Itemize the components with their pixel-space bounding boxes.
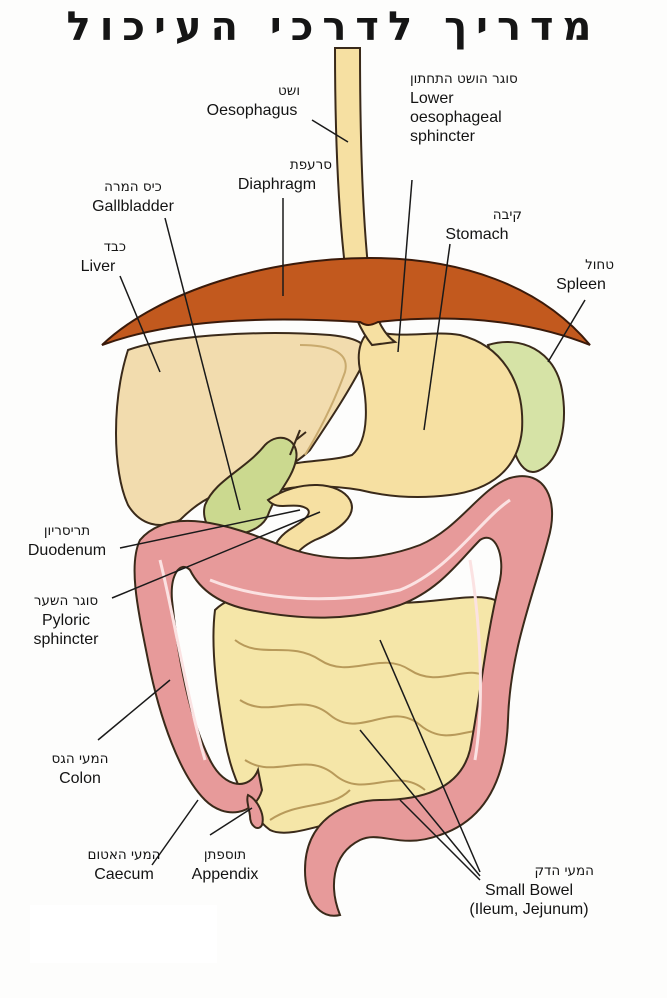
oesophagus-label-he: ושט bbox=[278, 83, 300, 99]
gallbladder-label: כיס המרה Gallbladder bbox=[78, 178, 188, 216]
diaphragm-label-he: סרעפת bbox=[289, 157, 332, 173]
appendix-label-en: Appendix bbox=[191, 866, 259, 883]
small-bowel-label-en-1: Small Bowel bbox=[484, 882, 574, 899]
stomach-label-en: Stomach bbox=[445, 226, 509, 243]
lower-sphincter-label-en-2: oesophageal bbox=[410, 109, 502, 126]
leader-oesophagus bbox=[311, 119, 349, 143]
appendix-label: תוספתן Appendix bbox=[176, 846, 274, 884]
small-bowel-folds bbox=[234, 639, 493, 821]
leader-gallbladder bbox=[164, 217, 241, 511]
liver-label-en: Liver bbox=[80, 258, 116, 275]
spleen-label-en: Spleen bbox=[556, 276, 606, 293]
leader-lines bbox=[97, 119, 586, 881]
stomach-label: קיבה Stomach bbox=[432, 206, 522, 244]
leader-colon bbox=[97, 679, 171, 741]
duodenum-label-en: Duodenum bbox=[27, 542, 107, 559]
liver-label: כבד Liver bbox=[70, 238, 126, 276]
leader-spleen bbox=[547, 299, 586, 363]
colon-label: המעי הגס Colon bbox=[40, 750, 120, 788]
colon-label-he: המעי הגס bbox=[51, 751, 109, 767]
oesophagus-label-en: Oesophagus bbox=[206, 102, 298, 119]
colon-label-en: Colon bbox=[59, 770, 101, 787]
leader-stomach bbox=[423, 243, 451, 431]
small-bowel-label-he: המעי הדק bbox=[534, 863, 594, 879]
gallbladder-label-en: Gallbladder bbox=[92, 198, 174, 215]
stomach-label-he: קיבה bbox=[492, 207, 522, 223]
leader-small-bowel-1 bbox=[379, 639, 481, 873]
caecum-label-en: Caecum bbox=[94, 866, 154, 883]
appendix-label-he: תוספתן bbox=[203, 847, 247, 863]
leader-caecum bbox=[151, 799, 199, 866]
duodenum-label: תריסריון Duodenum bbox=[16, 522, 118, 560]
leader-small-bowel-3 bbox=[399, 799, 481, 881]
lower-sphincter-label: סוגר הושט התחתון Lower oesophageal sphin… bbox=[410, 70, 590, 146]
lower-sphincter-label-he: סוגר הושט התחתון bbox=[410, 71, 518, 87]
small-bowel-label-en-2: (Ileum, Jejunum) bbox=[469, 901, 589, 918]
spleen-label-he: טחול bbox=[585, 257, 614, 273]
blank-panel bbox=[30, 905, 217, 963]
diaphragm-label: סרעפת Diaphragm bbox=[222, 156, 332, 194]
spleen-label: טחול Spleen bbox=[548, 256, 614, 294]
lower-sphincter-label-en-1: Lower bbox=[410, 90, 454, 107]
appendix-shape bbox=[246, 793, 264, 829]
pyloric-label-en-2: sphincter bbox=[33, 631, 99, 648]
pyloric-label-en-1: Pyloric bbox=[41, 612, 90, 629]
gallbladder-label-he: כיס המרה bbox=[104, 179, 162, 195]
leader-pyloric bbox=[111, 511, 321, 599]
pyloric-label-he: סוגר השער bbox=[33, 593, 99, 609]
caecum-label-he: המעי האטום bbox=[87, 847, 161, 863]
page-title: מדריך לדרכי העיכול bbox=[66, 4, 601, 50]
colon-highlight bbox=[158, 498, 511, 761]
leader-duodenum bbox=[119, 509, 301, 549]
liver-lobe-shading bbox=[299, 344, 347, 456]
liver-label-he: כבד bbox=[103, 239, 126, 255]
small-bowel-label: המעי הדק Small Bowel (Ileum, Jejunum) bbox=[454, 862, 604, 919]
caecum-label: המעי האטום Caecum bbox=[74, 846, 174, 884]
diaphragm-shape bbox=[101, 256, 591, 346]
stomach-shape bbox=[265, 328, 524, 499]
diaphragm-label-en: Diaphragm bbox=[237, 176, 317, 193]
duodenum-label-he: תריסריון bbox=[43, 523, 91, 539]
colon-shape bbox=[133, 475, 553, 917]
lower-sphincter-label-en-3: sphincter bbox=[410, 128, 475, 145]
leader-lower-sphincter bbox=[397, 179, 413, 353]
leader-liver bbox=[119, 275, 161, 373]
oesophagus-label: ושט Oesophagus bbox=[196, 82, 308, 120]
leader-small-bowel-2 bbox=[359, 729, 481, 877]
bile-duct bbox=[289, 429, 307, 456]
pyloric-label: סוגר השער Pyloric sphincter bbox=[18, 592, 114, 649]
leader-appendix bbox=[209, 807, 253, 836]
